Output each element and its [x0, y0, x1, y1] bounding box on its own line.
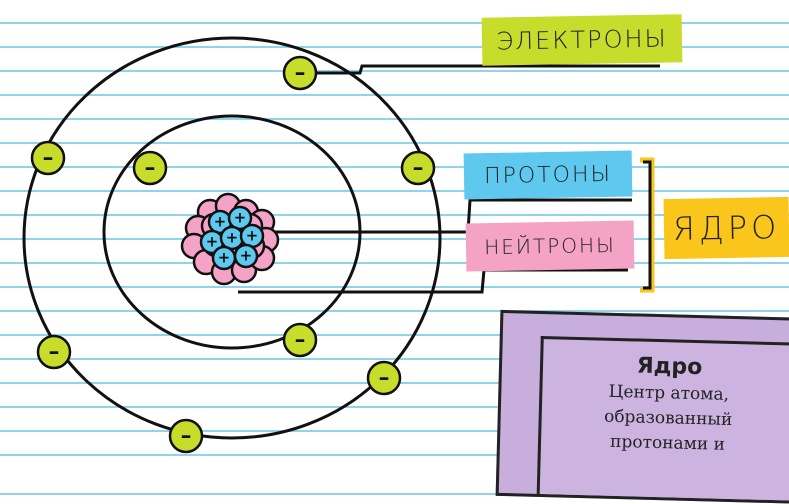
nucleus-cluster: +++++++: [180, 192, 280, 286]
neutron-leader-line: [238, 268, 628, 294]
proton-particle: +: [211, 245, 237, 271]
electron-particle: –: [400, 150, 436, 186]
electrons-group: – – – – – – – –: [30, 55, 436, 454]
svg-text:+: +: [246, 227, 258, 245]
outer-orbit: [22, 36, 442, 440]
electron-leader-line: [305, 64, 660, 75]
svg-text:+: +: [234, 209, 246, 227]
protons-label: ПРОТОНЫ: [463, 150, 633, 200]
proton-particle: +: [207, 209, 233, 235]
info-card-face: Ядро Центр атома, образованный протонами…: [536, 335, 789, 501]
svg-text:+: +: [206, 233, 218, 251]
svg-text:+: +: [226, 229, 238, 247]
electron-particle: –: [282, 55, 318, 91]
svg-text:–: –: [49, 340, 60, 365]
proton-particle: +: [239, 223, 265, 249]
svg-text:–: –: [379, 366, 390, 391]
svg-text:–: –: [145, 156, 156, 181]
svg-text:–: –: [295, 328, 306, 353]
proton-particle: +: [233, 243, 259, 269]
atom-diagram: +++++++ ––––––––: [22, 36, 660, 454]
svg-text:–: –: [295, 61, 306, 86]
info-card-line: протонами и: [609, 431, 726, 455]
svg-text:–: –: [181, 424, 192, 449]
info-card-title: Ядро: [636, 353, 703, 381]
electron-particle: –: [366, 360, 402, 396]
svg-text:+: +: [218, 249, 230, 267]
nucleus-info-card: Ядро Центр атома, образованный протонами…: [495, 309, 789, 504]
svg-text:–: –: [413, 156, 424, 181]
nucleus-bracket: [640, 157, 655, 293]
neutrons-label: НЕЙТРОНЫ: [465, 220, 635, 272]
electron-particle: –: [132, 150, 168, 186]
electron-particle: –: [282, 322, 318, 358]
proton-particle: +: [199, 229, 225, 255]
electron-particle: –: [30, 140, 66, 176]
svg-text:+: +: [240, 247, 252, 265]
svg-text:+: +: [214, 213, 226, 231]
nucleus-bracket-ink: [643, 160, 652, 290]
electron-particle: –: [36, 334, 72, 370]
svg-text:–: –: [43, 146, 54, 171]
electron-particle: –: [168, 418, 204, 454]
electrons-label: ЭЛЕКТРОНЫ: [481, 14, 683, 66]
nucleus-label: ЯДРО: [663, 196, 789, 260]
proton-leader-line: [268, 198, 632, 234]
info-card-text: Центр атома, образованный протонами и: [541, 378, 789, 460]
